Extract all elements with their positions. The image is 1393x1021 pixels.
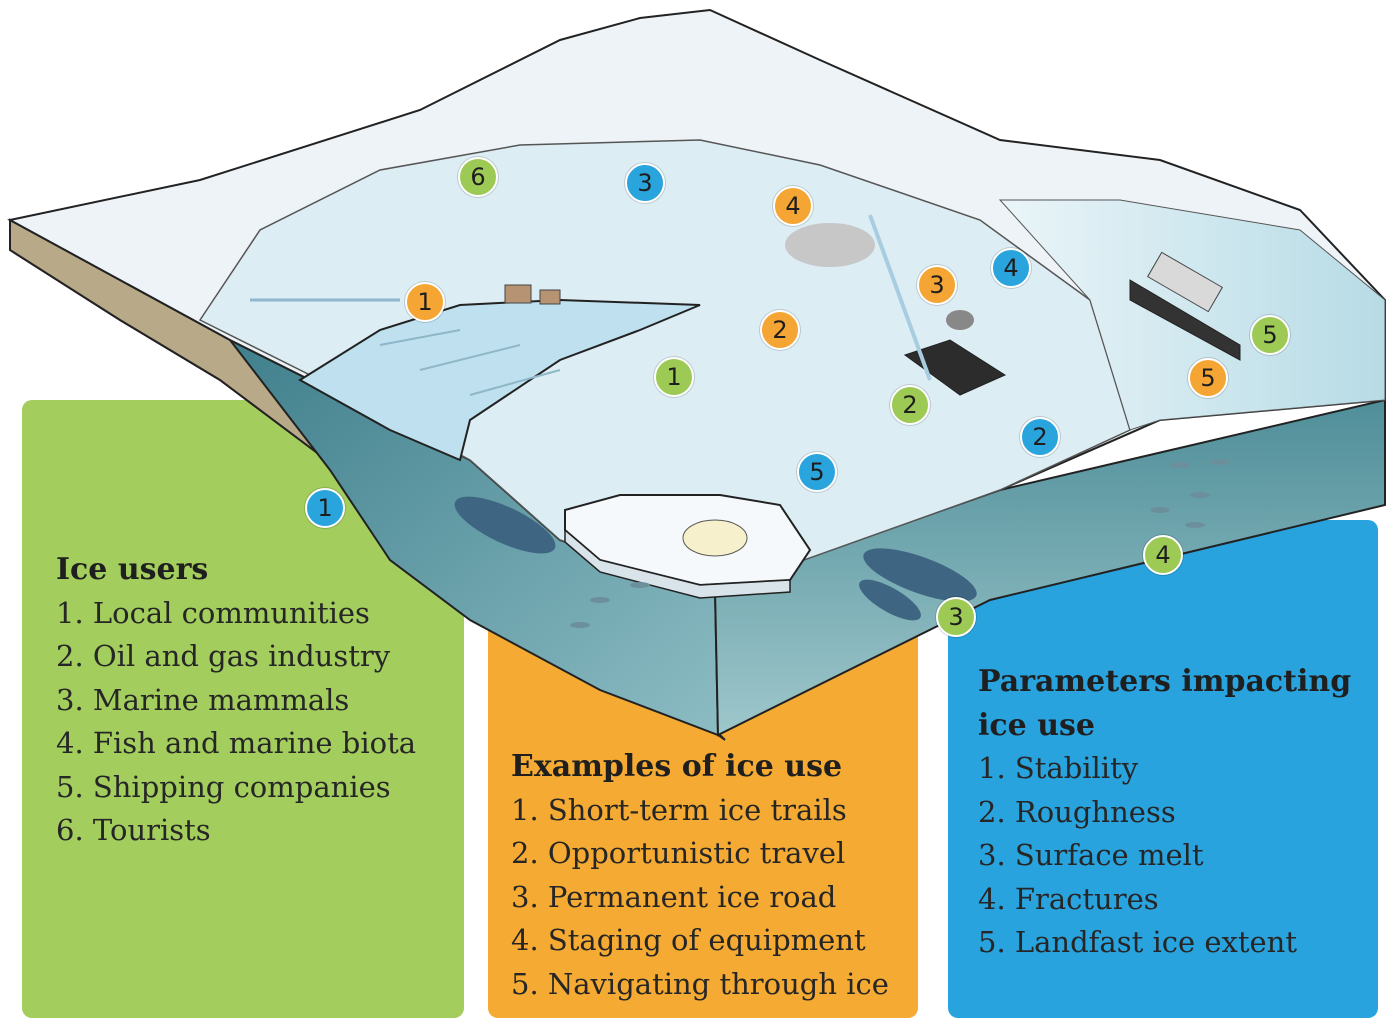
ice-users-legend: Ice users 1. Local communities 2. Oil an… <box>56 548 416 853</box>
whale <box>863 548 977 602</box>
marker-blue: 1 <box>305 488 345 528</box>
ice-use-examples-list: 1. Short-term ice trails 2. Opportunisti… <box>511 789 889 1007</box>
list-item: 6. Tourists <box>56 813 211 847</box>
marker-green: 6 <box>458 157 498 197</box>
ice-users-title: Ice users <box>56 552 209 587</box>
marker-orange: 2 <box>760 310 800 350</box>
fish-school <box>570 459 1230 628</box>
drift-ice-zone <box>998 199 1386 431</box>
list-item: 2. Opportunistic travel <box>511 836 846 870</box>
list-item: 2. Oil and gas industry <box>56 639 391 673</box>
list-item: 4. Fractures <box>978 881 1159 916</box>
list-item: 3. Permanent ice road <box>511 879 837 914</box>
list-item: 3. Marine mammals <box>56 682 350 717</box>
ice-use-examples-legend: Examples of ice use 1. Short-term ice tr… <box>511 745 889 1006</box>
house <box>539 289 561 305</box>
marker-blue: 3 <box>625 163 665 203</box>
list-item: 1. Stability <box>978 751 1139 785</box>
marker-blue: 4 <box>991 248 1031 288</box>
marker-green: 3 <box>936 597 976 637</box>
list-item: 5. Navigating through ice <box>511 966 889 1001</box>
parameters-list: 1. Stability 2. Roughness 3. Surface mel… <box>978 747 1358 965</box>
list-item: 4. Staging of equipment <box>511 923 866 957</box>
marker-orange: 3 <box>917 265 957 305</box>
list-item: 4. Fish and marine biota <box>56 726 417 760</box>
marker-green: 1 <box>654 357 694 397</box>
whale <box>859 579 921 621</box>
marker-orange: 1 <box>405 282 445 322</box>
whale <box>454 496 556 554</box>
marker-green: 5 <box>1250 315 1290 355</box>
marker-orange: 5 <box>1188 358 1228 398</box>
list-item: 3. Surface melt <box>978 838 1204 872</box>
marker-green: 2 <box>890 385 930 425</box>
oil-platform <box>903 339 1007 396</box>
parameters-title: Parameters impacting ice use <box>978 664 1352 743</box>
marker-orange: 4 <box>773 186 813 226</box>
marker-blue: 2 <box>1020 417 1060 457</box>
list-item: 1. Short-term ice trails <box>511 792 847 827</box>
staging-area <box>785 223 875 267</box>
marker-green: 4 <box>1143 535 1183 575</box>
list-item: 1. Local communities <box>56 595 370 630</box>
ship-cargo <box>1147 251 1223 313</box>
ice-use-examples-title: Examples of ice use <box>511 749 843 784</box>
parameters-legend: Parameters impacting ice use 1. Stabilit… <box>978 660 1358 965</box>
house <box>504 284 532 304</box>
parameters-panel <box>948 520 1378 1018</box>
list-item: 2. Roughness <box>978 794 1176 829</box>
ship <box>1129 279 1241 361</box>
list-item: 5. Shipping companies <box>56 769 391 804</box>
list-item: 5. Landfast ice extent <box>978 925 1298 959</box>
marker-blue: 5 <box>797 452 837 492</box>
ice-users-list: 1. Local communities 2. Oil and gas indu… <box>56 592 416 853</box>
polar-bear <box>682 519 748 557</box>
